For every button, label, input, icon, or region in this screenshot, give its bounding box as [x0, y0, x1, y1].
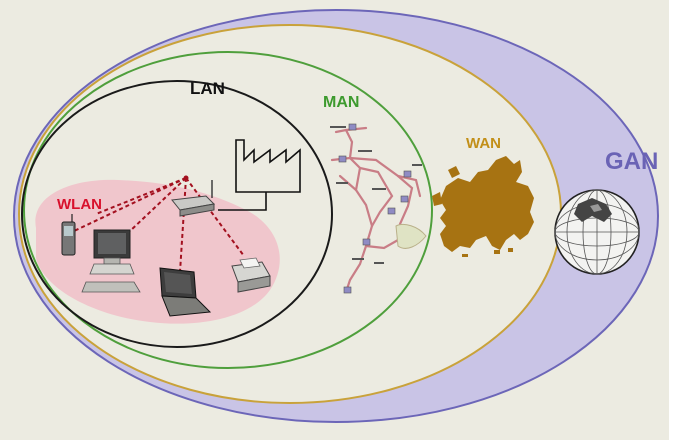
europe-islands: [462, 248, 513, 257]
wireless-access-point-icon: [171, 180, 216, 217]
europe-map-icon: [432, 156, 534, 252]
road-map-lettering: [330, 126, 422, 264]
map-edge-highlight: [395, 223, 427, 249]
printer-icon: [231, 257, 271, 293]
man-label: MAN: [323, 94, 360, 111]
wan-label: WAN: [466, 135, 501, 152]
factory-building-icon: [218, 139, 301, 211]
link-hub: [183, 175, 189, 181]
road-map-markers: [338, 123, 412, 294]
lan-ellipse: [21, 80, 333, 348]
globe-icon: [554, 189, 640, 275]
gan-label: GAN: [605, 148, 659, 175]
laptop-icon: [159, 267, 212, 317]
desktop-computer-icon: [81, 229, 141, 293]
lan-label: LAN: [190, 79, 225, 98]
mobile-phone-icon: [61, 214, 76, 256]
wlan-label: WLAN: [57, 196, 102, 213]
